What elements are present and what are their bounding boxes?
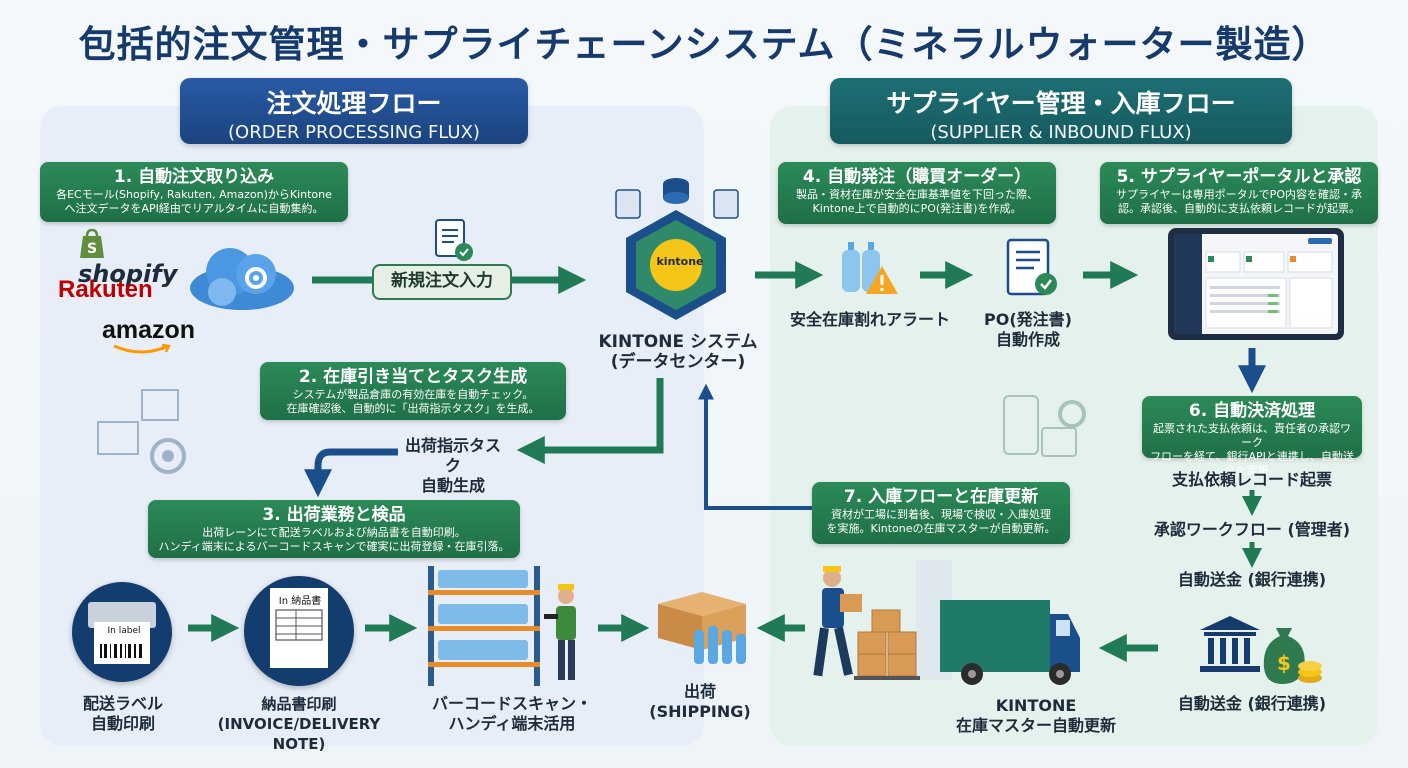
step-4-desc-1: 製品・資材在庫が安全在庫基準値を下回った際、 <box>796 188 1038 201</box>
po-line2: 自動作成 <box>995 330 1060 349</box>
auto-remit-label: 自動送金 (銀行連携) <box>1177 570 1327 589</box>
step-4-desc-2: Kintone上で自動的にPO(発注書)を作成。 <box>812 202 1022 215</box>
step-1-desc-1: 各ECモール(Shopify, Rakuten, Amazon)からKinton… <box>56 188 332 201</box>
arrow-task-to-step3 <box>304 448 398 498</box>
step-4-box: 4. 自動発注（購買オーダー） 製品・資材在庫が安全在庫基準値を下回った際、 K… <box>778 162 1056 224</box>
step-2-desc-1: システムが製品倉庫の有効在庫を自動チェック。 <box>292 388 534 401</box>
kintone-update-caption: KINTONE 在庫マスター自動更新 <box>936 696 1136 736</box>
shopify-bag-icon: S <box>80 228 104 258</box>
svg-text:$: $ <box>1277 651 1291 675</box>
po-label: PO(発注書) 自動作成 <box>972 310 1084 350</box>
mobile-gear-decor-icon <box>1003 395 1086 457</box>
arrow-kintone-to-task <box>516 378 664 464</box>
step-2-box: 2. 在庫引き当てとタスク生成 システムが製品倉庫の有効在庫を自動チェック。 在… <box>260 362 566 420</box>
amazon-logo: amazon <box>102 316 196 344</box>
label-print-caption: 配送ラベル 自動印刷 <box>56 694 190 734</box>
invoice-document-icon <box>270 588 328 668</box>
step-2-desc-2: 在庫確認後、自動的に「出荷指示タスク」を生成。 <box>286 402 540 415</box>
order-flow-subtitle: (ORDER PROCESSING FLUX) <box>228 122 480 143</box>
step-3-box: 3. 出荷業務と検品 出荷レーンにて配送ラベルおよび納品書を自動印刷。 ハンディ… <box>148 500 520 558</box>
supplier-flow-title: サプライヤー管理・入庫フロー <box>886 89 1236 118</box>
step-1-desc-2: へ注文データをAPI経由でリアルタイムに自動集約。 <box>64 202 324 215</box>
supplier-portal-tablet-icon <box>1168 228 1344 340</box>
inbound-truck-illustration <box>813 560 1080 685</box>
kintone-system-label: KINTONE システム (データセンター) <box>578 332 778 372</box>
amazon-smile-icon <box>113 344 171 354</box>
invoice-caption: 納品書印刷 (INVOICE/DELIVERY NOTE) <box>190 694 408 754</box>
shipping-line2: (SHIPPING) <box>649 702 751 721</box>
step-5-desc-2: 認。承認後、自動的に支払依頼レコードが起票。 <box>1118 202 1360 215</box>
bank-money-icon: $ <box>1200 616 1322 684</box>
scan-line2: ハンディ端末活用 <box>448 714 576 733</box>
cloud-gear-icon <box>190 248 294 310</box>
in-label-text: In label <box>107 626 141 636</box>
step-3-desc-1: 出荷レーンにて配送ラベルおよび納品書を自動印刷。 <box>202 526 466 539</box>
arrow-inbound-to-kintone <box>698 383 812 510</box>
kintone-logo-text: kintone <box>656 255 704 268</box>
kintone-system-line1: KINTONE システム <box>598 332 758 352</box>
order-document-icon <box>435 219 473 261</box>
water-bottle-alert-icon <box>842 242 898 294</box>
invoice-line2: (INVOICE/DELIVERY NOTE) <box>217 715 381 753</box>
auto-remit-bottom-label: 自動送金 (銀行連携) <box>1177 694 1327 713</box>
shipping-box-icon <box>658 592 746 664</box>
step-6-title: 6. 自動決済処理 <box>1188 401 1316 421</box>
warehouse-gear-icon <box>97 389 186 474</box>
step-3-desc-2: ハンディ端末によるバーコードスキャンで確実に出荷登録・在庫引落。 <box>158 540 510 553</box>
supplier-flow-subtitle: (SUPPLIER & INBOUND FLUX) <box>930 122 1192 143</box>
rakuten-logo: Rakuten <box>58 276 153 303</box>
warehouse-scan-illustration <box>428 566 576 686</box>
scan-line1: バーコードスキャン・ <box>431 694 592 713</box>
step-7-box: 7. 入庫フローと在庫更新 資材が工場に到着後、現場で検収・入庫処理 を実施。K… <box>812 482 1070 544</box>
step-1-box: 1. 自動注文取り込み 各ECモール(Shopify, Rakuten, Ama… <box>40 162 348 222</box>
ship-task-line2: 自動生成 <box>420 476 485 495</box>
new-order-label: 新規注文入力 <box>372 264 512 300</box>
alert-label: 安全在庫割れアラート <box>789 310 950 329</box>
kintone-update-line1: KINTONE <box>995 696 1077 715</box>
kintone-update-line2: 在庫マスター自動更新 <box>955 716 1116 735</box>
svg-text:S: S <box>87 241 97 257</box>
step-6-desc-1: 起票された支払依頼は、責任者の承認ワーク <box>1153 422 1351 449</box>
step-5-desc-1: サプライヤーは専用ポータルでPO内容を確認・承 <box>1116 188 1362 201</box>
shopify-logo: S shopify <box>78 228 198 288</box>
label-printer-icon <box>88 602 156 664</box>
scan-caption: バーコードスキャン・ ハンディ端末活用 <box>412 694 612 734</box>
label-print-line2: 自動印刷 <box>90 714 155 733</box>
in-invoice-text: In 納品書 <box>278 596 322 607</box>
order-flow-title: 注文処理フロー <box>266 89 442 118</box>
po-document-icon <box>1006 238 1057 296</box>
order-flow-header: 注文処理フロー (ORDER PROCESSING FLUX) <box>180 78 528 144</box>
shipping-caption: 出荷 (SHIPPING) <box>640 682 760 722</box>
page-title: 包括的注文管理・サプライチェーンシステム（ミネラルウォーター製造） <box>78 23 1330 66</box>
step-7-desc-1: 資材が工場に到着後、現場で検収・入庫処理 <box>831 508 1051 521</box>
supplier-flow-header: サプライヤー管理・入庫フロー (SUPPLIER & INBOUND FLUX) <box>830 78 1292 144</box>
ship-task-line1: 出荷指示タスク <box>404 436 501 475</box>
step-2-title: 2. 在庫引き当てとタスク生成 <box>298 367 528 387</box>
shipping-line1: 出荷 <box>683 682 716 701</box>
step-6-box: 6. 自動決済処理 起票された支払依頼は、責任者の承認ワーク フローを経て、銀行… <box>1142 396 1362 477</box>
step-7-desc-2: を実施。Kintoneの在庫マスターが自動更新。 <box>826 522 1056 535</box>
step-1-title: 1. 自動注文取り込み <box>113 167 275 187</box>
step-4-title: 4. 自動発注（購買オーダー） <box>802 167 1032 187</box>
po-line1: PO(発注書) <box>984 310 1072 329</box>
payment-record-label: 支払依頼レコード起票 <box>1171 470 1332 489</box>
approval-label: 承認ワークフロー (管理者) <box>1153 520 1351 539</box>
step-5-box: 5. サプライヤーポータルと承認 サプライヤーは専用ポータルでPO内容を確認・承… <box>1100 162 1378 224</box>
step-6-desc-2: フローを経て、銀行APIと連携し、自動送金を実施。 <box>1150 450 1354 477</box>
step-7-title: 7. 入庫フローと在庫更新 <box>843 487 1039 507</box>
step-5-title: 5. サプライヤーポータルと承認 <box>1116 167 1362 187</box>
ship-task-label: 出荷指示タスク 自動生成 <box>398 436 508 496</box>
shopify-text: shopify <box>78 260 178 288</box>
kintone-system-line2: (データセンター) <box>610 352 746 372</box>
step-3-title: 3. 出荷業務と検品 <box>262 505 406 525</box>
label-print-line1: 配送ラベル <box>82 694 163 713</box>
kintone-hub-icon <box>615 178 739 320</box>
invoice-line1: 納品書印刷 <box>261 695 337 713</box>
